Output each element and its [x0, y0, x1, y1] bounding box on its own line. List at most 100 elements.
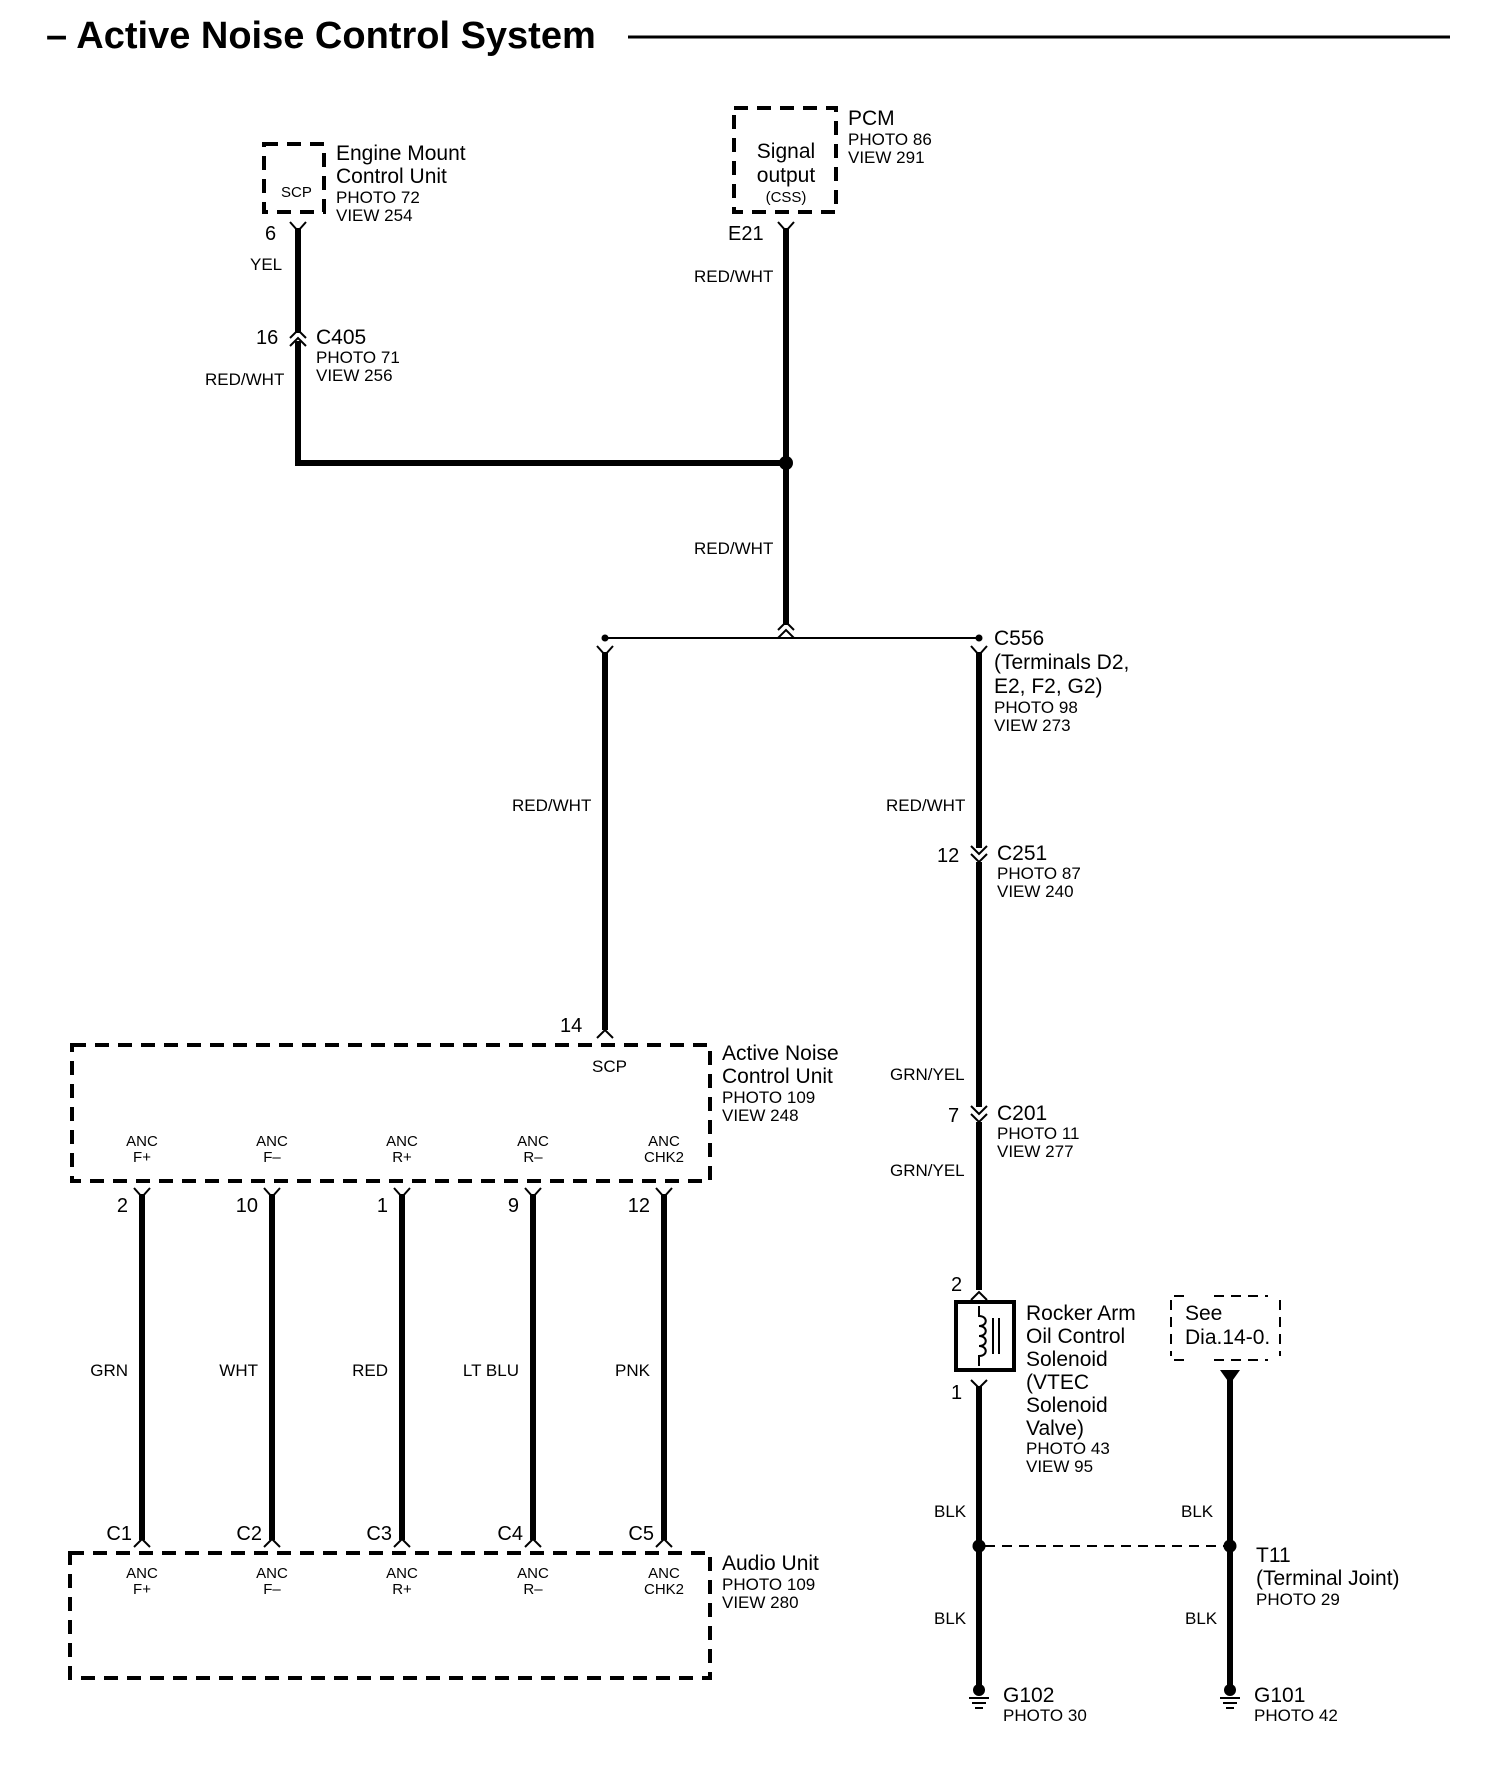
anc-scp-wire-color: RED/WHT — [512, 796, 591, 815]
c201-wire-below-color: GRN/YEL — [890, 1161, 965, 1180]
wire-color-chk2: PNK — [615, 1361, 651, 1380]
emcu-pin: 6 — [265, 223, 276, 245]
audio-terminal-label-chk2-line2: CHK2 — [644, 1581, 684, 1598]
solenoid-coil-icon — [978, 1306, 987, 1366]
audio-terminal-label-fminus-line1: ANC — [256, 1565, 288, 1582]
anc-terminal-label-rplus-line2: R+ — [392, 1149, 412, 1166]
anc-pin-fminus: 10 — [236, 1195, 258, 1217]
emcu-scp-label: SCP — [281, 184, 312, 201]
g102-ground-icon — [969, 1684, 989, 1709]
t11-desc: (Terminal Joint) — [1256, 1567, 1400, 1590]
anc-pin-rminus: 9 — [508, 1195, 519, 1217]
pcm-inner-line1: Signal — [757, 140, 815, 163]
anc-terminal-label-rminus-line1: ANC — [517, 1133, 549, 1150]
c556-name: C556 — [994, 627, 1044, 650]
anc-terminal-label-fminus-line2: F– — [263, 1149, 281, 1166]
t11-photo: PHOTO 29 — [1256, 1590, 1340, 1609]
audio-unit-box — [68, 1551, 712, 1680]
c201-pin: 7 — [948, 1105, 959, 1127]
c556-desc-line2: E2, F2, G2) — [994, 675, 1103, 698]
c251-name: C251 — [997, 842, 1047, 865]
anc-channel-group: ANCF+ANCF+2GRNC1ANCF–ANCF–10WHTC2ANCR+AN… — [90, 1133, 684, 1598]
pcm-view: VIEW 291 — [848, 148, 925, 167]
page-title: – Active Noise Control System — [46, 15, 596, 57]
c201-photo: PHOTO 11 — [997, 1124, 1080, 1143]
audio-unit-photo: PHOTO 109 — [722, 1575, 815, 1594]
solenoid-pin-bottom: 1 — [951, 1382, 962, 1404]
splice-dot — [779, 456, 793, 470]
anc-terminal-label-fminus-line1: ANC — [256, 1133, 288, 1150]
solenoid-name-line3: Solenoid — [1026, 1348, 1108, 1371]
emcu-box — [262, 142, 326, 214]
c556-desc-line1: (Terminals D2, — [994, 651, 1129, 674]
audio-terminal-rminus — [524, 1537, 542, 1548]
wire-color-rminus: LT BLU — [463, 1361, 519, 1380]
c556-branch-wire-color: RED/WHT — [886, 796, 965, 815]
anc-terminal-label-chk2-line1: ANC — [648, 1133, 680, 1150]
emcu-photo: PHOTO 72 — [336, 188, 420, 207]
emcu-name-line1: Engine Mount — [336, 142, 466, 165]
solenoid-top-terminal — [970, 1290, 988, 1301]
pcm-inner-line3: (CSS) — [766, 189, 807, 206]
see-ref-line1: See — [1185, 1302, 1222, 1325]
audio-terminal-label-rminus-line2: R– — [523, 1581, 543, 1598]
anc-unit-name-line2: Control Unit — [722, 1065, 833, 1088]
see-ref-line2: Dia.14-0. — [1185, 1326, 1270, 1349]
audio-terminal-label-fplus-line2: F+ — [133, 1581, 151, 1598]
audio-terminal-label-rplus-line1: ANC — [386, 1565, 418, 1582]
anc-terminal-label-fplus-line2: F+ — [133, 1149, 151, 1166]
pcm-wire-color: RED/WHT — [694, 267, 773, 286]
anc-unit-name-line1: Active Noise — [722, 1042, 839, 1065]
see-ref-bracket — [1174, 1295, 1268, 1361]
c201-view: VIEW 277 — [997, 1142, 1074, 1161]
c556-view: VIEW 273 — [994, 716, 1071, 735]
audio-connector-fplus: C1 — [106, 1523, 132, 1545]
audio-terminal-rplus — [393, 1537, 411, 1548]
solenoid-name-line1: Rocker Arm — [1026, 1302, 1136, 1325]
anc-pin-chk2: 12 — [628, 1195, 650, 1217]
audio-unit-view: VIEW 280 — [722, 1593, 799, 1612]
g101-ground-icon — [1220, 1684, 1240, 1709]
c251-pin: 12 — [937, 845, 959, 867]
audio-terminal-chk2 — [655, 1537, 673, 1548]
audio-terminal-label-fminus-line2: F– — [263, 1581, 281, 1598]
solenoid-view: VIEW 95 — [1026, 1457, 1093, 1476]
pcm-pin: E21 — [728, 223, 764, 245]
audio-connector-chk2: C5 — [628, 1523, 654, 1545]
anc-scp-pin: 14 — [560, 1015, 582, 1037]
wire-color-fplus: GRN — [90, 1361, 128, 1380]
solenoid-pin-top: 2 — [951, 1274, 962, 1296]
c556-left-dot — [601, 634, 609, 642]
splice-wire-color: RED/WHT — [694, 539, 773, 558]
c201-name: C201 — [997, 1102, 1047, 1125]
audio-terminal-label-rminus-line1: ANC — [517, 1565, 549, 1582]
anc-scp-terminal — [596, 1028, 614, 1039]
c251-view: VIEW 240 — [997, 882, 1074, 901]
g102-name: G102 — [1003, 1684, 1054, 1707]
pcm-inner-line2: output — [757, 164, 816, 187]
emcu-wire-color: YEL — [250, 255, 282, 274]
audio-connector-rplus: C3 — [366, 1523, 392, 1545]
anc-unit-photo: PHOTO 109 — [722, 1088, 815, 1107]
pcm-photo: PHOTO 86 — [848, 130, 932, 149]
wire-color-fminus: WHT — [219, 1361, 258, 1380]
anc-scp-label: SCP — [592, 1057, 627, 1076]
anc-terminal-label-fplus-line1: ANC — [126, 1133, 158, 1150]
c556-right-dot — [975, 634, 983, 642]
audio-terminal-fminus — [263, 1537, 281, 1548]
solenoid-name-line4: (VTEC — [1026, 1371, 1089, 1394]
anc-unit-box — [70, 1043, 712, 1183]
c405-pin: 16 — [256, 327, 278, 349]
ground-wire-left-top-color: BLK — [934, 1502, 967, 1521]
emcu-name-line2: Control Unit — [336, 165, 447, 188]
ground-right-dot — [1223, 1539, 1237, 1553]
anc-terminal-label-chk2-line2: CHK2 — [644, 1149, 684, 1166]
ground-left-dot — [972, 1539, 986, 1553]
solenoid-body — [954, 1300, 1016, 1372]
c405-wire-color: RED/WHT — [205, 370, 284, 389]
anc-pin-fplus: 2 — [117, 1195, 128, 1217]
solenoid-name-line5: Solenoid — [1026, 1394, 1108, 1417]
c405-photo: PHOTO 71 — [316, 348, 400, 367]
solenoid-name-line2: Oil Control — [1026, 1325, 1125, 1348]
